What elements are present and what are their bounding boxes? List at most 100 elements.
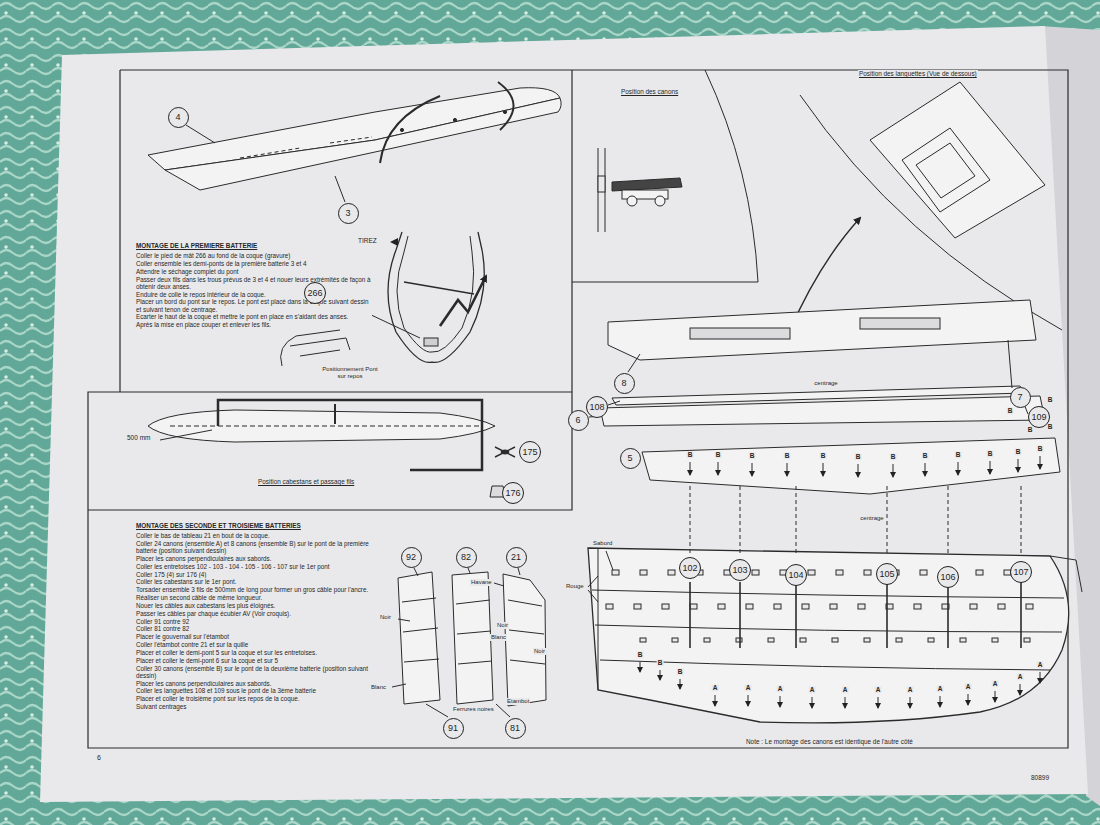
- push-arrow: [440, 276, 486, 326]
- callout-text: 5: [627, 454, 632, 463]
- placement-arrow: [893, 464, 894, 477]
- instruction-text: Coller les cabestans sur le 1er pont.: [135, 578, 372, 585]
- instruction-text: Coller 81 contre 82: [135, 625, 372, 632]
- instruction-text: Passer les câbles par chaque écubier AV …: [135, 610, 372, 617]
- color-note: Rouge: [565, 583, 585, 590]
- hull-section: [388, 232, 484, 362]
- gun-set-letter: B: [820, 452, 827, 459]
- gun-port: [634, 604, 641, 609]
- color-note: Noir: [533, 648, 546, 655]
- gun-port: [836, 570, 843, 575]
- placement-arrow: [1040, 456, 1041, 469]
- placement-arrow: [748, 695, 749, 706]
- callout-text: 91: [448, 724, 458, 733]
- placement-arrow: [780, 696, 781, 707]
- callout-text: 4: [175, 113, 180, 122]
- hull-section-inner: [397, 236, 474, 352]
- assembly-line: [796, 486, 797, 554]
- gun-port: [976, 570, 983, 575]
- callout-text: 176: [505, 489, 520, 498]
- inset-caption: Positionnement Pont sur repos: [318, 366, 382, 380]
- deck-half-3: [165, 98, 561, 190]
- instruction-text: Après la mise en place couper et enlever…: [135, 321, 372, 328]
- gun-port: [668, 570, 675, 575]
- callout-text: 175: [522, 448, 537, 457]
- gun-port: [662, 604, 669, 609]
- instruction-text: Coller 175 (4) sur 176 (4): [135, 571, 372, 578]
- spacer-post: [1020, 582, 1022, 648]
- dimension: 500 mm: [126, 434, 151, 441]
- gun-set-letter: A: [745, 684, 752, 691]
- gun-set-letter: A: [842, 686, 849, 693]
- leader-line: [186, 125, 345, 202]
- gun-set-letter: A: [777, 685, 784, 692]
- stern-part-82: [452, 572, 493, 704]
- deck-plan: [148, 410, 495, 442]
- view-title: Position des languettes (Vue de dessous): [858, 70, 978, 77]
- instruction-text: Nouer les câbles aux cabestans les plus …: [135, 602, 372, 609]
- assembly-line: [690, 486, 691, 554]
- gun-port: [704, 638, 710, 642]
- leader-line: [414, 568, 520, 717]
- gun-port: [830, 604, 837, 609]
- callout-number: 102: [679, 557, 701, 579]
- assembly-line: [948, 486, 949, 554]
- callout-number: 81: [505, 718, 526, 739]
- gun-port: [864, 638, 870, 642]
- gun-port: [640, 638, 646, 642]
- placement-arrow: [925, 463, 926, 476]
- callout-number: 108: [586, 396, 608, 418]
- gun-port: [808, 570, 815, 575]
- deck-half-6: [600, 396, 1045, 426]
- gun-port: [1024, 638, 1030, 642]
- instruction-text: Passer deux fils dans les trous prévus d…: [135, 276, 372, 290]
- callout-text: 105: [879, 570, 894, 579]
- section-heading: MONTAGE DES SECONDE ET TROISIEME BATTERI…: [135, 522, 302, 529]
- instruction-text: Coller 30 canons (ensemble B) sur le pon…: [135, 665, 372, 679]
- gun-set-letter: B: [677, 668, 684, 675]
- instruction-text: Coller les entretoises 102 - 103 - 104 -…: [135, 563, 372, 570]
- instruction-text: Attendre le séchage complet du pont: [135, 268, 372, 275]
- placement-arrow: [1040, 672, 1041, 683]
- gun-port: [690, 604, 697, 609]
- color-note: Havane: [470, 579, 493, 586]
- anchor-cable: [218, 400, 482, 470]
- panel-divider: [572, 70, 758, 282]
- gun-set-letter: A: [907, 686, 914, 693]
- deck-joint: [240, 137, 372, 158]
- tab-outline: [902, 128, 990, 212]
- instruction-text: Placer les canons perpendiculaires aux s…: [135, 555, 372, 562]
- color-note: Blanc: [490, 634, 507, 641]
- gun-set-letter: B: [922, 452, 929, 459]
- callout-number: 109: [1028, 406, 1050, 428]
- placement-arrow: [878, 697, 879, 708]
- callout-number: 103: [729, 559, 751, 581]
- stern-part-21: [503, 574, 546, 706]
- gun-port: [802, 604, 809, 609]
- placement-arrow: [718, 462, 719, 475]
- callout-text: 108: [589, 403, 604, 412]
- gun-port: [598, 176, 605, 192]
- inset-sketch: [281, 330, 350, 366]
- placement-arrow: [968, 694, 969, 705]
- gun-set-letter: B: [1027, 426, 1034, 433]
- instruction-text: Coller 91 contre 92: [135, 618, 372, 625]
- deck-half-5: [642, 438, 1060, 494]
- gun-set-letter: B: [687, 451, 694, 458]
- deck-position: [404, 282, 474, 294]
- carriage-wheel: [627, 196, 637, 206]
- instruction-text: Ecarter le haut de la coque et mettre le…: [135, 313, 372, 320]
- gun-set-letter: A: [712, 684, 719, 691]
- callout-text: 21: [511, 553, 521, 562]
- instruction-text: Coller les languettes 108 et 109 sous le…: [135, 687, 372, 694]
- placement-arrow: [958, 462, 959, 475]
- gun-port: [920, 570, 927, 575]
- capstan-bars: [495, 447, 515, 457]
- gun-port: [774, 604, 781, 609]
- callout-number: 266: [304, 282, 326, 304]
- instruction-text: Placer le gouvernail sur l'étambot: [135, 633, 372, 640]
- gun-port: [672, 638, 678, 642]
- note: Note : Le montage des canons est identiq…: [745, 738, 914, 745]
- assembly-line: [887, 486, 888, 554]
- instruction-text: Placer et coller le demi-pont 5 sur la c…: [135, 649, 372, 656]
